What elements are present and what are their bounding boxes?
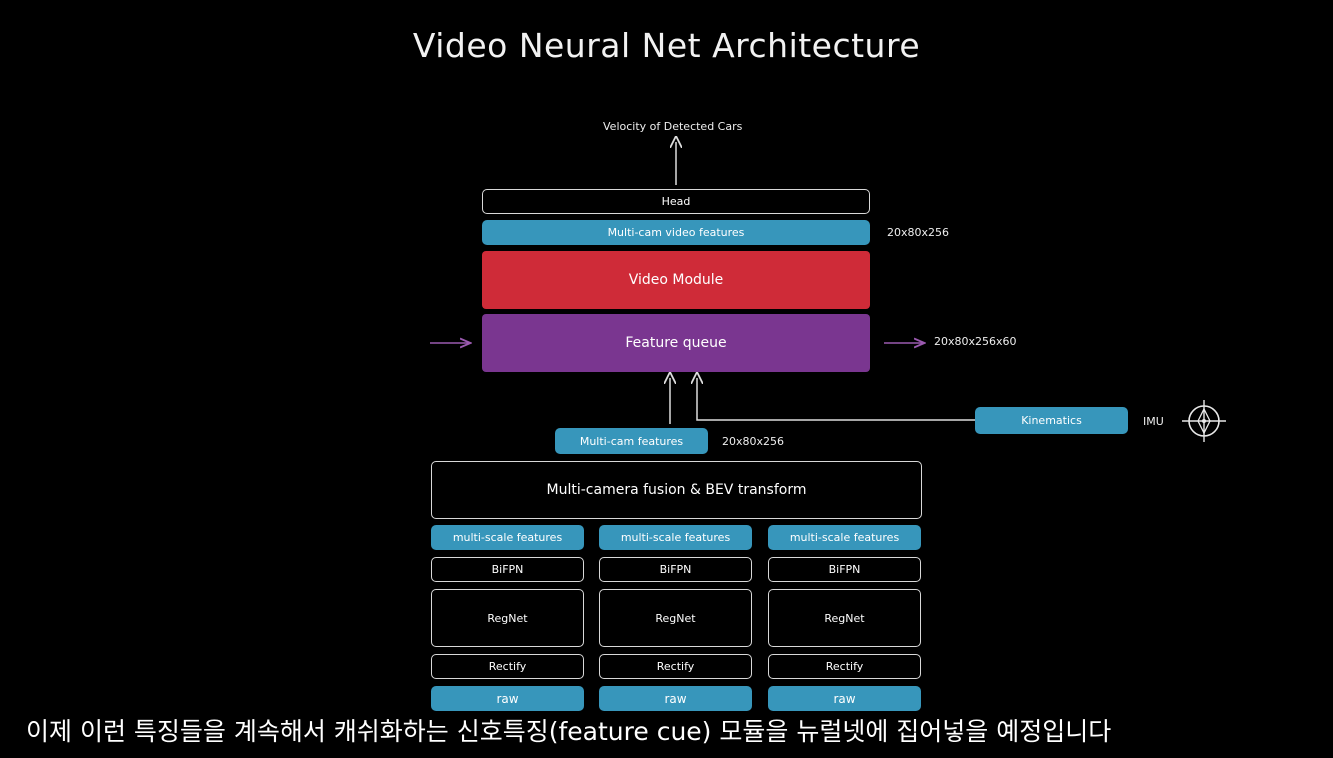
fusion-block: Multi-camera fusion & BEV transform — [431, 461, 922, 519]
video-module-block: Video Module — [482, 251, 870, 309]
col1-raw-block: raw — [431, 686, 584, 711]
video-features-block: Multi-cam video features — [482, 220, 870, 245]
video-features-dim: 20x80x256 — [887, 226, 950, 239]
video-subtitle: 이제 이런 특징들을 계속해서 캐쉬화하는 신호특징(feature cue) … — [26, 717, 1112, 746]
col2-rectify-block: Rectify — [599, 654, 752, 679]
kinematics-to-queue-arrow — [697, 378, 975, 421]
col3-rectify-block: Rectify — [768, 654, 921, 679]
head-block: Head — [482, 189, 870, 214]
feature-queue-dim: 20x80x256x60 — [934, 335, 1017, 348]
col3-bifpn-block: BiFPN — [768, 557, 921, 582]
multicam-features-dim: 20x80x256 — [722, 435, 785, 448]
col2-features-block: multi-scale features — [599, 525, 752, 550]
feature-queue-block: Feature queue — [482, 314, 870, 372]
imu-compass-icon — [1182, 400, 1226, 442]
col2-bifpn-block: BiFPN — [599, 557, 752, 582]
col1-regnet-block: RegNet — [431, 589, 584, 647]
col3-regnet-block: RegNet — [768, 589, 921, 647]
col1-rectify-block: Rectify — [431, 654, 584, 679]
col2-regnet-block: RegNet — [599, 589, 752, 647]
col3-raw-block: raw — [768, 686, 921, 711]
output-label: Velocity of Detected Cars — [603, 120, 743, 133]
col1-features-block: multi-scale features — [431, 525, 584, 550]
imu-label: IMU — [1143, 415, 1164, 428]
col3-features-block: multi-scale features — [768, 525, 921, 550]
kinematics-block: Kinematics — [975, 407, 1128, 434]
col2-raw-block: raw — [599, 686, 752, 711]
diagram-title: Video Neural Net Architecture — [412, 26, 921, 65]
col1-bifpn-block: BiFPN — [431, 557, 584, 582]
multicam-features-block: Multi-cam features — [555, 428, 708, 454]
